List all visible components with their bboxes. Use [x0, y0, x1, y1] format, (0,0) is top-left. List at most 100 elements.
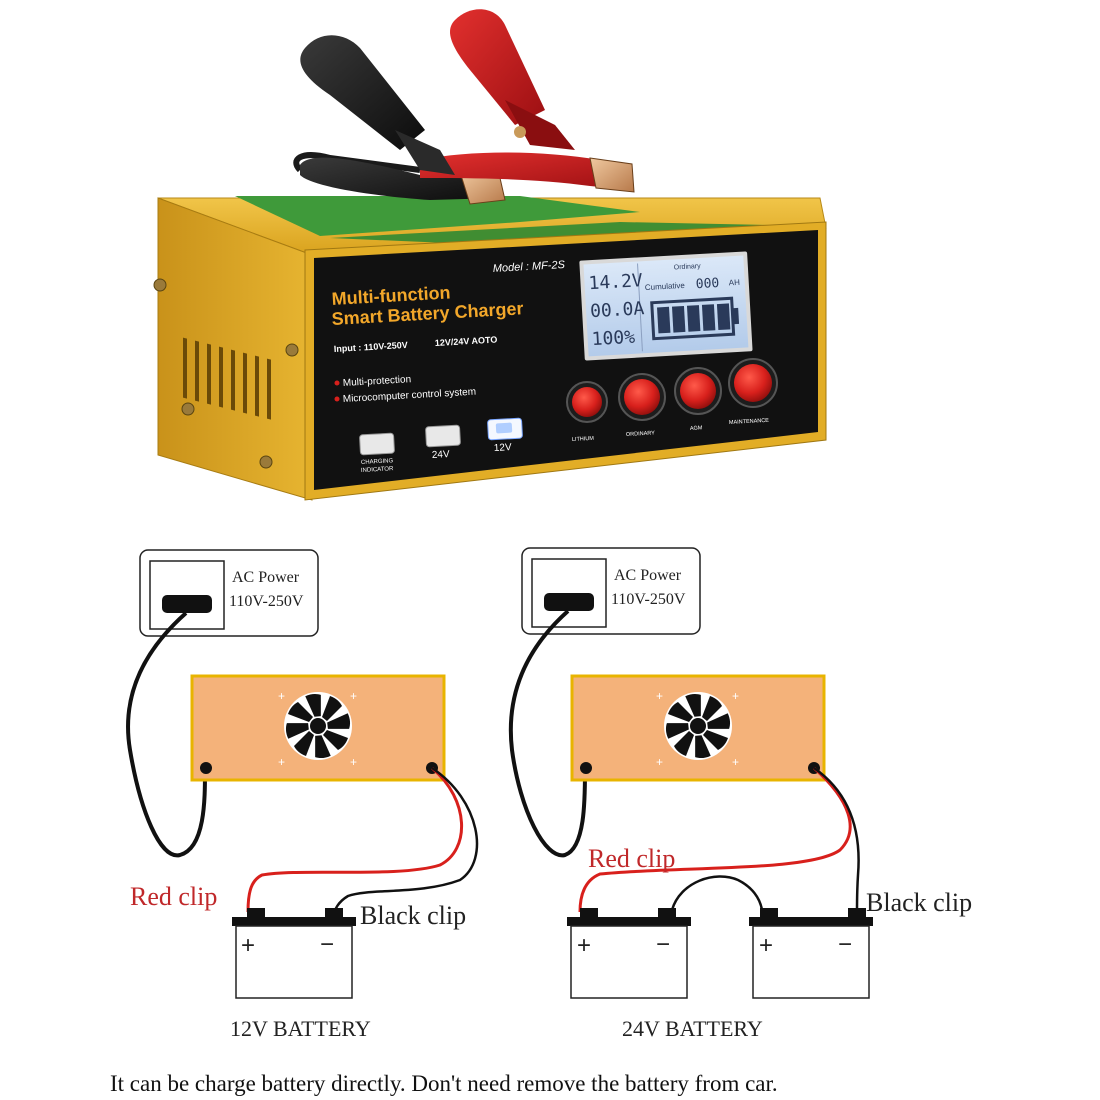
fan-blade: [305, 693, 321, 717]
mode-button-label: ORDINARY: [626, 430, 656, 438]
fan-blade: [685, 693, 701, 717]
lcd-battery-bar: [657, 306, 671, 334]
output-port-black: [200, 762, 212, 774]
mode-button-label: MAINTENANCE: [729, 418, 770, 426]
black-wire: [813, 766, 860, 913]
fan-blade: [294, 731, 314, 756]
fan-blade: [665, 723, 689, 739]
fan-blade: [323, 730, 348, 750]
terminal-minus: −: [838, 931, 852, 958]
terminal-minus: −: [320, 931, 334, 958]
auto-voltage-label: 12V/24V AOTO: [435, 335, 498, 348]
terminal-plus: +: [759, 932, 773, 959]
black-clip-handle: [300, 35, 455, 175]
plus-mark: +: [656, 689, 663, 703]
ac-voltage-label: 110V-250V: [229, 593, 304, 610]
wiring-diagram-24v: AC Power 110V-250V + + + + +: [508, 547, 972, 1041]
lcd-voltage: 14.2V: [588, 270, 643, 294]
input-voltage-label: Input : 110V-250V: [334, 340, 408, 354]
charger-diagram: + + + +: [190, 674, 446, 782]
fan-blade: [674, 731, 694, 756]
lcd-cumulative-label: Cumulative: [645, 281, 686, 292]
indicator-label: CHARGING: [361, 458, 394, 466]
battery-12v: + −: [232, 908, 356, 999]
red-wire: [246, 766, 463, 913]
fan-blade: [702, 696, 722, 721]
lcd-current: 00.0A: [590, 298, 645, 322]
terminal-minus: −: [656, 931, 670, 958]
battery-24v-a: + −: [567, 908, 691, 999]
plus-mark: +: [350, 689, 357, 703]
battery-24v-b: + −: [749, 908, 873, 999]
lcd-battery-bar: [701, 304, 716, 331]
terminal-plus: +: [577, 932, 591, 959]
ac-power-label: AC Power: [232, 569, 300, 586]
indicator-label: 12V: [494, 442, 513, 454]
red-clip-label: Red clip: [588, 844, 675, 873]
fan-blade: [322, 696, 342, 721]
ac-power-box: AC Power 110V-250V: [139, 549, 319, 637]
black-clip-label: Black clip: [360, 901, 466, 930]
charger-left-side: [157, 197, 313, 501]
ac-voltage-label: 110V-250V: [611, 591, 686, 608]
lcd-battery-bar: [716, 303, 731, 331]
wiring-diagram-12v: AC Power 110V-250V + + + +: [126, 549, 479, 1041]
indicator-label: 24V: [432, 449, 451, 461]
plus-mark: +: [732, 755, 739, 769]
red-wire: [578, 766, 852, 913]
power-cord: [508, 609, 587, 858]
plus-mark: +: [350, 755, 357, 769]
power-plug: [544, 593, 594, 611]
fan-blade: [668, 702, 693, 722]
feature-bullet: [334, 396, 340, 402]
mode-button-ordinary[interactable]: ORDINARY: [618, 373, 666, 438]
fan-blade: [707, 713, 731, 729]
red-clip-lower: [420, 152, 635, 193]
fan-blade: [703, 730, 728, 750]
fan-icon: [664, 692, 732, 760]
feature-item: Multi-protection: [343, 374, 412, 389]
black-wire: [332, 766, 479, 917]
screw: [285, 343, 299, 357]
feature-bullet: [334, 380, 340, 386]
mode-button-agm[interactable]: AGM: [674, 367, 722, 432]
screw: [181, 402, 195, 416]
green-stripe: [235, 196, 640, 236]
ac-power-box: AC Power 110V-250V: [521, 547, 701, 635]
terminal-plus: +: [241, 932, 255, 959]
plus-mark: +: [278, 689, 285, 703]
lcd-display: 14.2V 00.0A 100% Ordinary Cumulative 000…: [579, 251, 753, 361]
lcd-battery-bar: [686, 305, 701, 332]
indicator-12v: 12V: [487, 417, 523, 454]
side-vents: [183, 337, 271, 420]
mode-button-maintenance[interactable]: MAINTENANCE: [728, 358, 778, 426]
fan-blade: [315, 735, 331, 759]
lcd-mode: Ordinary: [674, 263, 702, 272]
black-clip-label: Black clip: [866, 888, 972, 917]
battery-label: 24V BATTERY: [622, 1016, 763, 1041]
battery-label: 12V BATTERY: [230, 1016, 371, 1041]
charger-diagram: + + + +: [570, 674, 826, 782]
model-label: Model : MF-2S: [492, 259, 565, 275]
fan-blade: [327, 713, 351, 729]
fan-blade: [288, 702, 313, 722]
footer-note: It can be charge battery directly. Don't…: [110, 1071, 778, 1096]
red-clip-label: Red clip: [130, 882, 217, 911]
indicator-charging: CHARGING INDICATOR: [359, 432, 395, 474]
charger-product-photo: Model : MF-2S Multi-function Smart Batte…: [153, 9, 827, 501]
mode-button-lithium[interactable]: LITHIUM: [566, 381, 608, 443]
lcd-battery-icon: [650, 296, 740, 341]
ac-power-label: AC Power: [614, 567, 682, 584]
indicator-label: INDICATOR: [361, 466, 394, 474]
fan-blade: [285, 723, 309, 739]
power-cord: [126, 611, 207, 858]
output-port-black: [580, 762, 592, 774]
plus-mark: +: [732, 689, 739, 703]
indicator-24v: 24V: [425, 424, 461, 461]
power-plug: [162, 595, 212, 613]
red-clip-handle: [450, 9, 575, 150]
screw: [153, 278, 167, 292]
lcd-cumulative-value: 000: [695, 276, 719, 292]
lcd-cumulative-unit: AH: [729, 278, 741, 288]
